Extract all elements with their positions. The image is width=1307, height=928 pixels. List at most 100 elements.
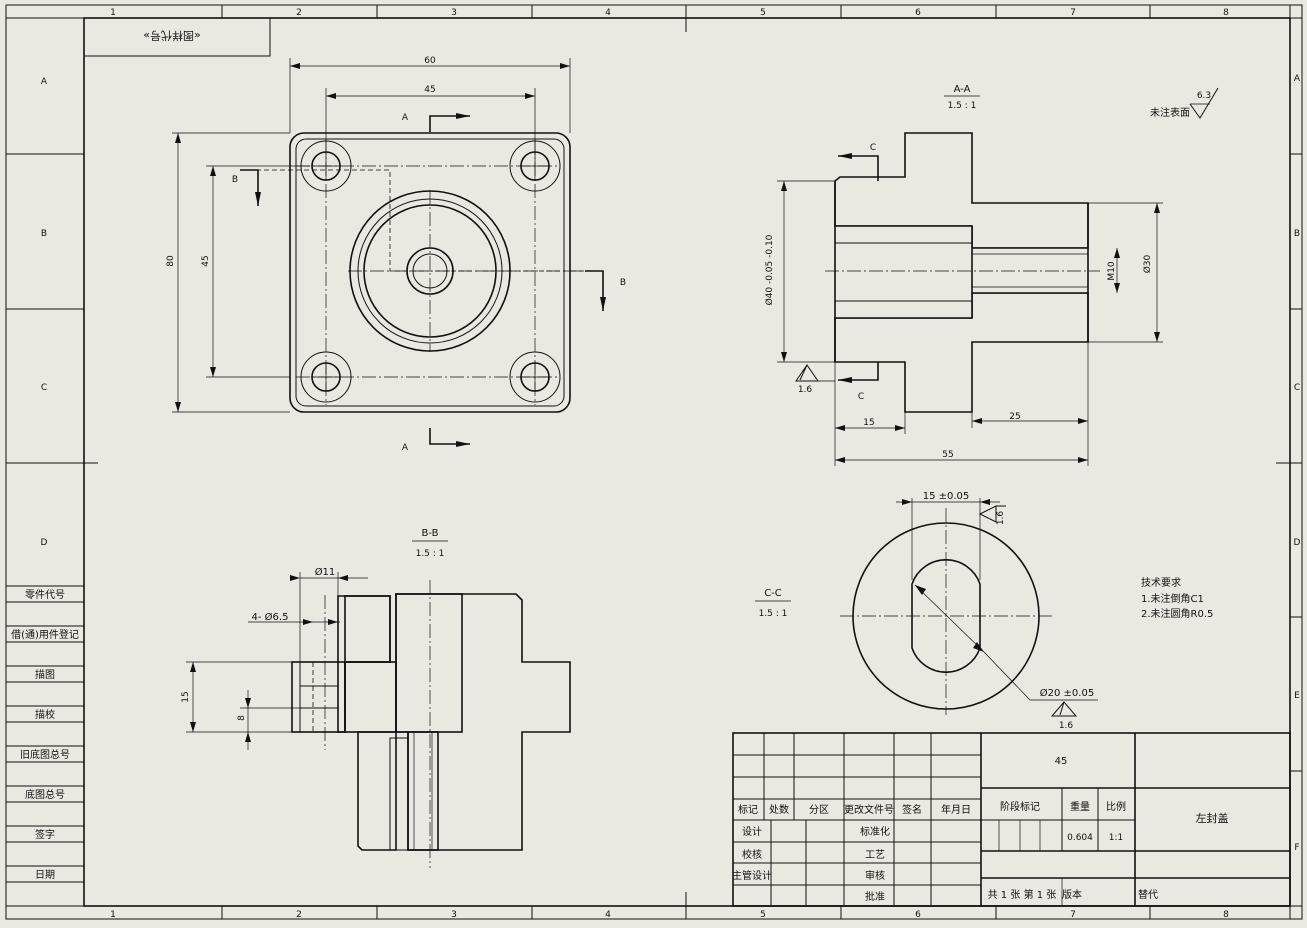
section-mark-b: B [620,278,626,288]
roughness-aa: 1.6 [798,385,813,395]
dim-8-vertical: 8 [237,715,247,721]
stage-label: 阶段标记 [1000,800,1040,813]
col-label: 8 [1223,910,1229,920]
row-labels: A B C D A B C D E F [41,74,1301,853]
surface-finish-note: 未注表面 6.3 [1150,87,1219,119]
scale-value: 1:1 [1109,833,1123,843]
col-label: 3 [451,8,457,18]
header-cell: 标记 [738,804,758,816]
drawing-code-label: «图样代号» [143,29,200,43]
section-cc-scale: 1.5 : 1 [759,609,788,619]
row-label: F [1294,843,1299,853]
col-label: 1 [110,910,116,920]
col-label: 7 [1070,8,1076,18]
weight-value: 0.604 [1067,833,1093,843]
dim-dia11: Ø11 [315,566,336,578]
dim-80: 80 [166,255,176,267]
row-label: A [1294,74,1301,84]
sheet-border [5,4,1303,920]
section-bb-scale: 1.5 : 1 [416,549,445,559]
section-mark-c: C [858,392,864,402]
row-label: B [1294,229,1300,239]
strip-label: 日期 [35,869,55,881]
section-bb-view: B-B 1.5 : 1 Ø11 4- Ø6.5 [181,528,571,868]
col-label: 1 [110,8,116,18]
strip-label: 描校 [35,708,55,721]
dim-m10: M10 [1107,261,1117,280]
section-mark-a: A [402,443,409,453]
row-label: B [41,229,47,239]
material-value: 45 [1055,756,1068,767]
scale-label: 比例 [1106,800,1126,813]
left-info-strip: 零件代号 借(通)用件登记 描图 描校 旧底图总号 底图总号 签字 日期 [5,585,85,907]
strip-label: 零件代号 [25,589,65,601]
header-cell: 更改文件号 [844,803,894,816]
drawing-code-box: «图样代号» [83,17,271,57]
row-label: C [41,383,47,393]
title-block: 标记 处数 分区 更改文件号 签名 年月日 设计 校核 主管设计 标准化 工艺 … [732,732,1291,907]
mounting-holes [300,140,561,403]
dim-55: 55 [942,450,953,460]
section-cc-title: C-C [764,588,782,599]
row-label: C [1294,383,1300,393]
sheets-total: 共 1 张 [988,889,1021,901]
replaces-label: 替代 [1138,888,1158,901]
row-label: A [41,77,48,87]
dim-dia20: Ø20 ±0.05 [1040,687,1094,699]
section-mark-a: A [402,113,409,123]
roughness-cc-top: 1.6 [996,511,1006,526]
tech-req-item: 2.未注圆角R0.5 [1141,607,1213,620]
row-label: E [1294,691,1300,701]
header-cell: 处数 [769,803,789,816]
col-label: 4 [605,910,611,920]
weight-label: 重量 [1070,800,1090,813]
dim-dia30: Ø30 [1142,254,1153,273]
dim-45-vertical: 45 [201,255,211,266]
strip-label: 旧底图总号 [20,748,70,761]
col-label: 7 [1070,910,1076,920]
col-label: 5 [760,910,766,920]
column-labels: 1 2 3 4 5 6 7 8 1 2 3 4 5 6 7 8 [110,8,1229,920]
role-label: 校核 [742,848,762,861]
col-label: 2 [296,8,302,18]
header-cell: 年月日 [941,803,971,816]
section-mark-c: C [870,143,876,153]
section-aa-view: A-A 1.5 : 1 C C Ø40 -0.05 -0.10 [764,84,1163,466]
col-label: 6 [915,8,921,18]
top-view: 60 45 80 45 A A B B [166,56,626,453]
header-cell: 签名 [902,803,922,816]
col-label: 4 [605,8,611,18]
surface-note-value: 6.3 [1197,91,1211,101]
section-mark-b: B [232,175,238,185]
dim-15-vertical: 15 [181,691,191,702]
role-label: 批准 [865,890,885,903]
role-label: 工艺 [865,849,885,861]
dim-dia40: Ø40 -0.05 -0.10 [764,234,775,305]
role-label: 主管设计 [732,869,772,882]
version-label: 版本 [1062,888,1082,901]
technical-requirements: 技术要求 1.未注倒角C1 2.未注圆角R0.5 [1141,576,1213,620]
col-label: 8 [1223,8,1229,18]
dim-25: 25 [1009,412,1020,422]
tech-req-item: 1.未注倒角C1 [1141,592,1204,605]
col-label: 2 [296,910,302,920]
dim-60: 60 [424,56,436,66]
col-label: 6 [915,910,921,920]
section-aa-scale: 1.5 : 1 [948,101,977,111]
strip-label: 借(通)用件登记 [11,628,79,641]
surface-note-text: 未注表面 [1150,106,1190,119]
sheet-number: 第 1 张 [1024,888,1057,901]
role-label: 设计 [742,825,762,838]
part-name: 左封盖 [1196,811,1229,825]
tech-req-title: 技术要求 [1141,576,1181,589]
col-label: 3 [451,910,457,920]
dim-15-tol: 15 ±0.05 [923,491,970,502]
row-label: D [1294,538,1301,548]
section-cc-view: C-C 1.5 : 1 Ø20 ±0.05 15 ±0.05 1.6 1.6 [755,491,1098,731]
section-aa-title: A-A [954,84,971,95]
dim-45-horizontal: 45 [424,85,435,95]
strip-label: 底图总号 [25,788,65,801]
header-cell: 分区 [809,804,829,816]
